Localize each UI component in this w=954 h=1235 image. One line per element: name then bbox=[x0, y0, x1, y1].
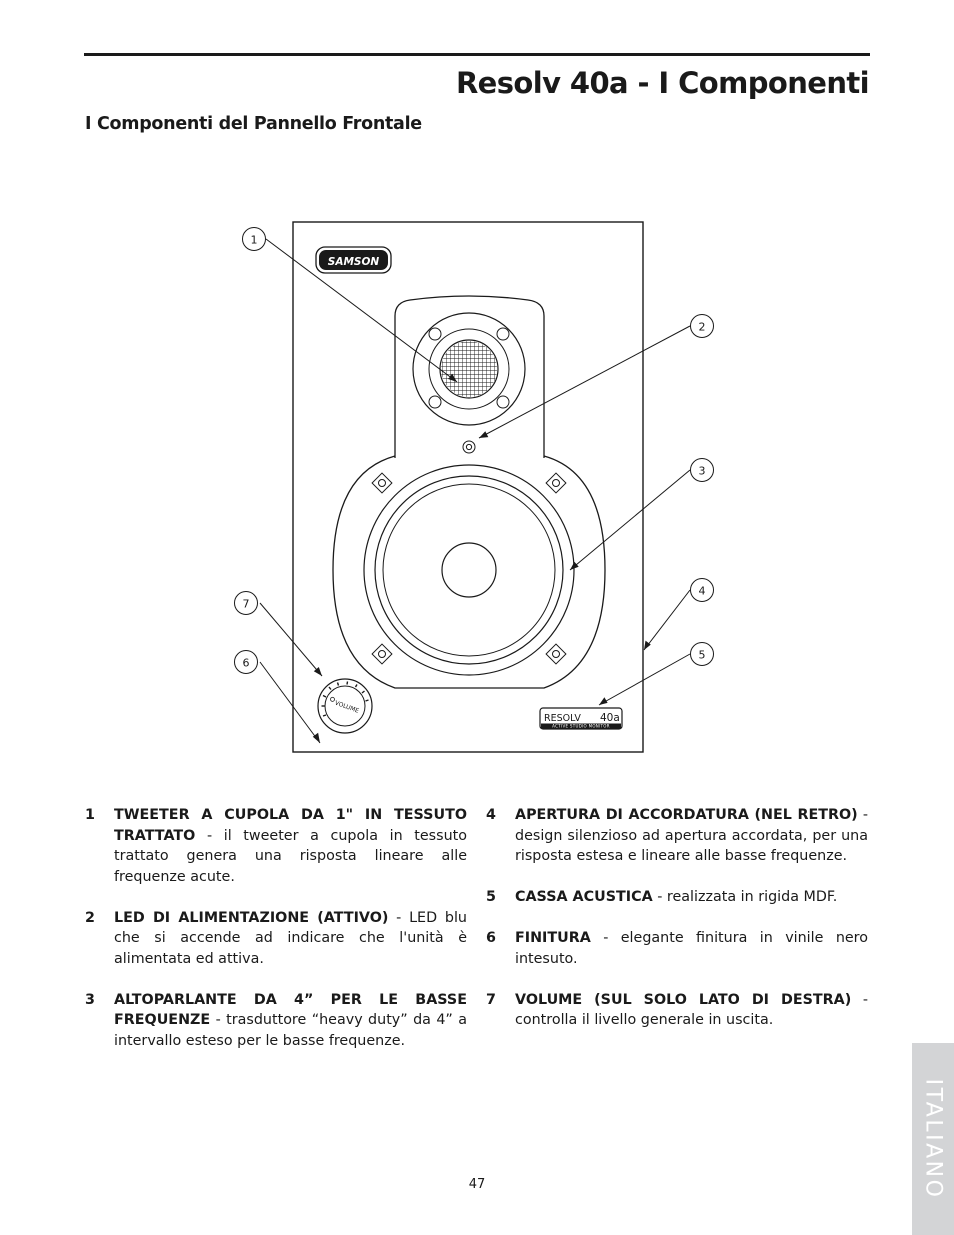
item-number: 4 bbox=[486, 807, 496, 823]
svg-text:4: 4 bbox=[699, 585, 706, 598]
woofer-screws bbox=[371, 472, 567, 665]
component-item: 6 FINITURA - elegante finitura in vinile… bbox=[486, 928, 868, 969]
resolv-40a-logo: RESOLV 40a ACTIVE STUDIO MONITOR bbox=[539, 707, 623, 730]
item-description: - realizzata in rigida MDF. bbox=[652, 889, 838, 905]
leader-lines bbox=[259, 238, 691, 744]
language-tab: ITALIANO bbox=[912, 1043, 954, 1235]
component-list-left: 1 TWEETER A CUPOLA DA 1" IN TESSUTO TRAT… bbox=[85, 805, 467, 1072]
volume-knob: VOLUME bbox=[317, 678, 373, 734]
speaker-front-panel-diagram: SAMSON bbox=[230, 218, 720, 758]
svg-text:6: 6 bbox=[243, 657, 250, 670]
callout-2: 2 bbox=[690, 314, 714, 338]
cabinet-outline bbox=[292, 221, 644, 753]
svg-text:VOLUME: VOLUME bbox=[334, 700, 360, 715]
component-item: 1 TWEETER A CUPOLA DA 1" IN TESSUTO TRAT… bbox=[85, 805, 467, 887]
samson-logo: SAMSON bbox=[315, 246, 392, 274]
item-number: 2 bbox=[85, 909, 95, 926]
item-term: VOLUME (SUL SOLO LATO DI DESTRA) bbox=[515, 991, 852, 1008]
callout-6: 6 bbox=[234, 650, 258, 674]
item-description: - controlla il livello generale in uscit… bbox=[515, 991, 868, 1029]
page-number: 47 bbox=[468, 1177, 486, 1192]
component-item: 7 VOLUME (SUL SOLO LATO DI DESTRA) - con… bbox=[486, 990, 868, 1031]
callout-5: 5 bbox=[690, 642, 714, 666]
top-rule bbox=[84, 53, 870, 56]
svg-text:ACTIVE STUDIO MONITOR: ACTIVE STUDIO MONITOR bbox=[552, 724, 610, 729]
item-description: - il tweeter a cupola in tessuto trattat… bbox=[114, 827, 467, 885]
callout-7: 7 bbox=[234, 591, 258, 615]
power-led bbox=[462, 440, 476, 454]
woofer-plate bbox=[332, 455, 606, 689]
item-term: TWEETER A CUPOLA DA 1" IN TESSUTO TRATTA… bbox=[114, 807, 467, 844]
item-description: - LED blu che si accende ad indicare che… bbox=[114, 909, 467, 967]
svg-text:1: 1 bbox=[251, 234, 258, 247]
item-number: 7 bbox=[486, 991, 496, 1008]
item-number: 5 bbox=[486, 889, 496, 905]
item-description: - trasduttore “heavy duty” da 4” a inter… bbox=[114, 1012, 467, 1049]
component-item: 2 LED DI ALIMENTAZIONE (ATTIVO) - LED bl… bbox=[85, 908, 467, 970]
callout-1: 1 bbox=[242, 227, 266, 251]
tweeter bbox=[412, 312, 526, 426]
svg-text:3: 3 bbox=[699, 465, 706, 478]
item-term: FINITURA bbox=[515, 930, 591, 946]
item-description: - design silenzioso ad apertura accordat… bbox=[515, 807, 868, 864]
svg-text:SAMSON: SAMSON bbox=[328, 256, 380, 268]
item-term: APERTURA DI ACCORDATURA (NEL RETRO) bbox=[515, 807, 858, 823]
item-term: CASSA ACUSTICA bbox=[515, 889, 653, 905]
item-description: - elegante finitura in vinile nero intes… bbox=[515, 930, 868, 967]
item-term: LED DI ALIMENTAZIONE (ATTIVO) bbox=[114, 909, 389, 926]
svg-text:5: 5 bbox=[699, 649, 706, 662]
item-number: 1 bbox=[85, 807, 95, 823]
callout-4: 4 bbox=[690, 578, 714, 602]
svg-text:40a: 40a bbox=[600, 712, 620, 724]
item-number: 6 bbox=[486, 930, 496, 946]
tweeter-plate bbox=[394, 295, 545, 458]
component-item: 5 CASSA ACUSTICA - realizzata in rigida … bbox=[486, 887, 868, 908]
callout-3: 3 bbox=[690, 458, 714, 482]
component-list-right: 4 APERTURA DI ACCORDATURA (NEL RETRO) - … bbox=[486, 805, 868, 1051]
component-item: 4 APERTURA DI ACCORDATURA (NEL RETRO) - … bbox=[486, 805, 868, 867]
leader-arrowheads bbox=[312, 373, 651, 743]
svg-text:RESOLV: RESOLV bbox=[544, 713, 581, 724]
item-number: 3 bbox=[85, 991, 95, 1008]
section-title: I Componenti del Pannello Frontale bbox=[85, 114, 422, 134]
svg-text:2: 2 bbox=[699, 321, 706, 334]
component-item: 3 ALTOPARLANTE DA 4” PER LE BASSE FREQUE… bbox=[85, 990, 467, 1052]
page-title: Resolv 40a - I Componenti bbox=[455, 66, 870, 100]
item-term: ALTOPARLANTE DA 4” PER LE BASSE FREQUENZ… bbox=[114, 991, 467, 1029]
svg-text:7: 7 bbox=[243, 598, 250, 611]
woofer bbox=[363, 464, 575, 676]
